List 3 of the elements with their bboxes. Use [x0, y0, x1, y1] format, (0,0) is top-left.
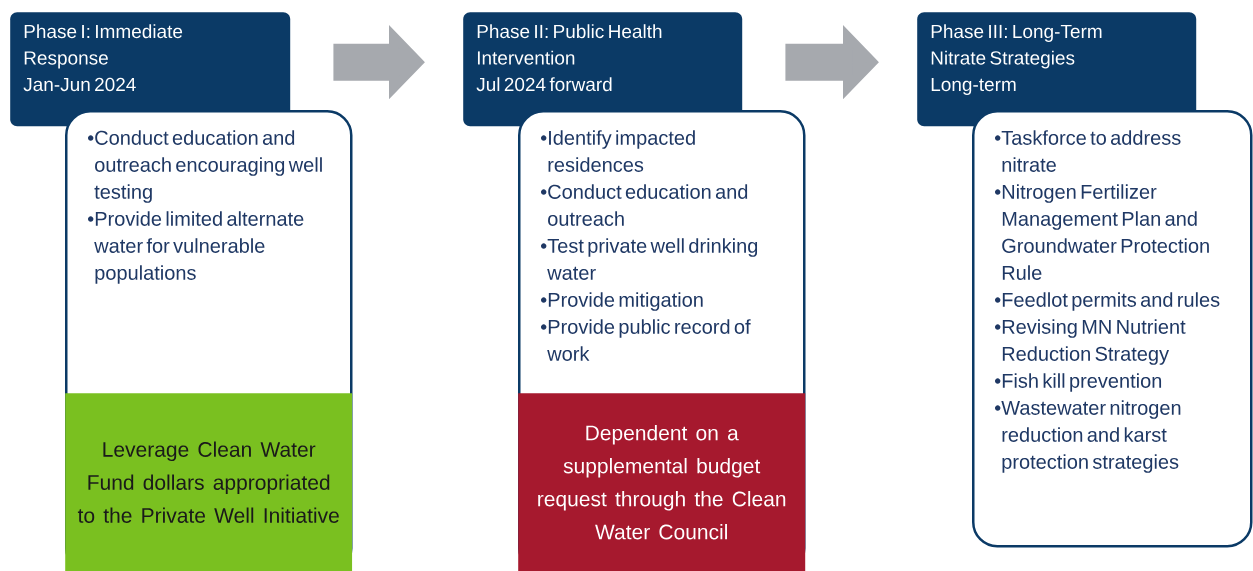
- note-box: Leverage Clean Water Fund dollars appropriated to the Private Well Initiative: [65, 393, 353, 571]
- bullet-list-box: •Taskforce to address nitrate •Nitrogen Fertilizer Management Plan and Groundwater Protection Rule •Feedlot permits and rules •Revising MN Nutrient Reduction Strategy •Fish kill prevention •Wastewater nitrogen reduction and karst protection strategies: [972, 110, 1253, 548]
- note-box: Dependent on a supplemental budget request through the Clean Water Council: [518, 393, 806, 571]
